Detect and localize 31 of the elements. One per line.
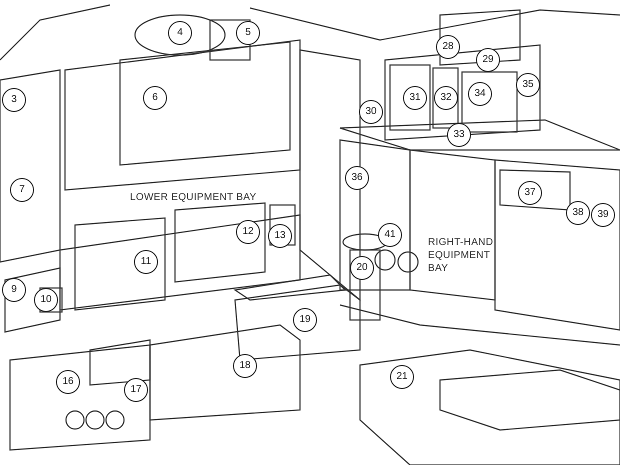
callout-number: 38 (566, 201, 590, 225)
callout-number: 7 (10, 178, 34, 202)
callout-number: 32 (434, 86, 458, 110)
bay-label: LOWER EQUIPMENT BAY (130, 191, 256, 204)
callout-number: 6 (143, 86, 167, 110)
callout-number: 17 (124, 378, 148, 402)
callout-number: 34 (468, 82, 492, 106)
callout-number: 41 (378, 223, 402, 247)
callout-number: 16 (56, 370, 80, 394)
callout-number: 3 (2, 88, 26, 112)
callout-number: 28 (436, 35, 460, 59)
callout-number: 13 (268, 224, 292, 248)
callout-number: 29 (476, 48, 500, 72)
callout-number: 5 (236, 21, 260, 45)
callout-number: 11 (134, 250, 158, 274)
callout-number: 10 (34, 288, 58, 312)
callout-number: 21 (390, 365, 414, 389)
callout-number: 35 (516, 73, 540, 97)
bay-label: RIGHT-HAND EQUIPMENT BAY (428, 236, 494, 275)
callout-number: 19 (293, 308, 317, 332)
callout-number: 39 (591, 203, 615, 227)
callout-number: 20 (350, 256, 374, 280)
callout-number: 36 (345, 166, 369, 190)
callout-number: 18 (233, 354, 257, 378)
callout-number: 30 (359, 100, 383, 124)
callout-number: 33 (447, 123, 471, 147)
callout-number: 4 (168, 21, 192, 45)
callout-number: 31 (403, 86, 427, 110)
callout-number: 12 (236, 220, 260, 244)
callout-number: 37 (518, 181, 542, 205)
callout-number: 9 (2, 278, 26, 302)
